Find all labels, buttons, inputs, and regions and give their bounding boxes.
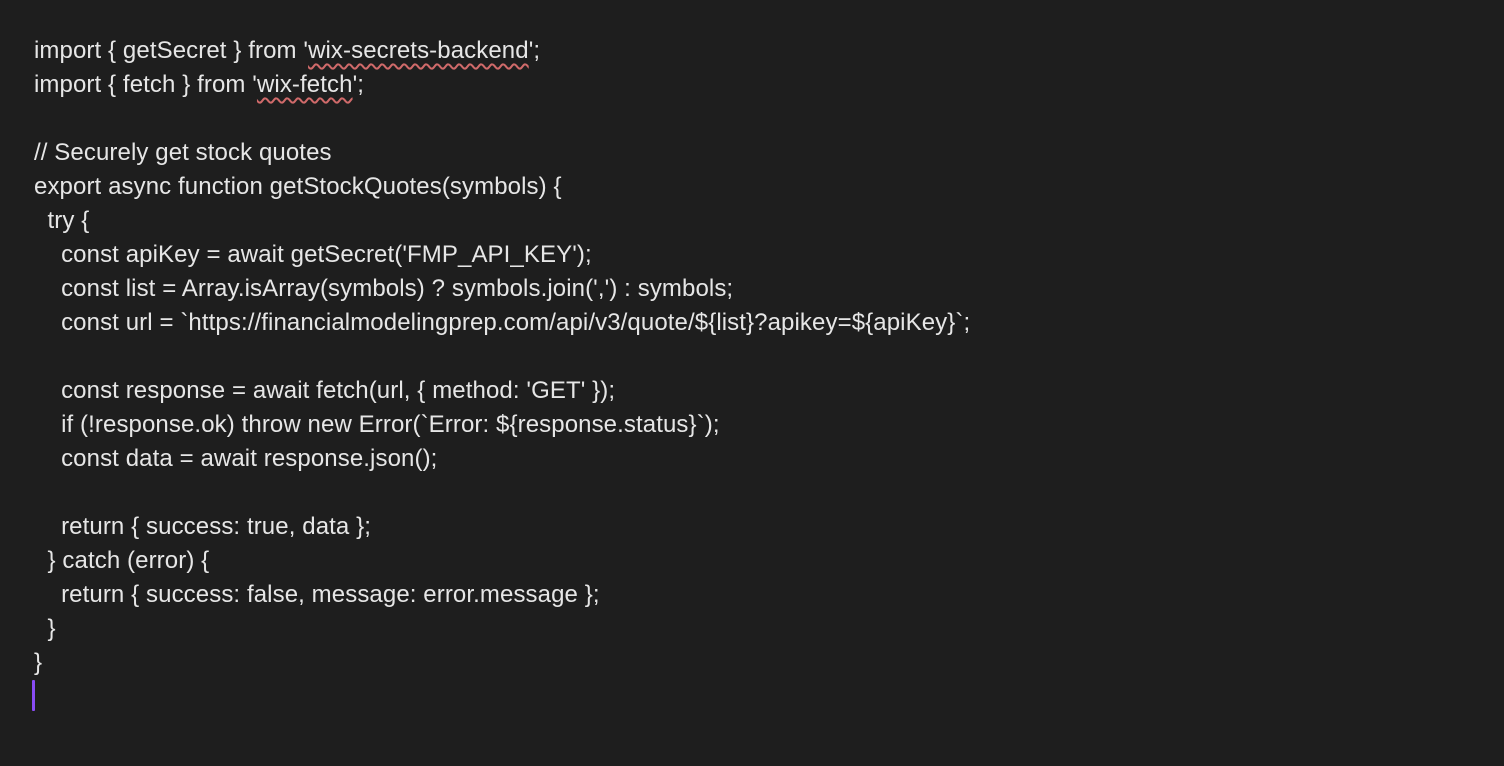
code-line[interactable]: import { fetch } from 'wix-fetch'; — [34, 68, 1504, 102]
code-token: const list = Array.isArray(symbols) ? sy… — [34, 275, 734, 302]
code-line[interactable]: import { getSecret } from 'wix-secrets-b… — [34, 34, 1504, 68]
code-line[interactable]: const data = await response.json(); — [34, 442, 1504, 476]
code-token: export async function getStockQuotes(sym… — [34, 173, 562, 200]
code-line[interactable] — [34, 340, 1504, 374]
code-line[interactable]: export async function getStockQuotes(sym… — [34, 170, 1504, 204]
code-line[interactable]: } catch (error) { — [34, 544, 1504, 578]
code-line[interactable]: } — [34, 612, 1504, 646]
code-token: return { success: false, message: error.… — [34, 581, 600, 608]
code-line[interactable] — [34, 476, 1504, 510]
spellcheck-flagged-token: wix-fetch — [256, 71, 353, 98]
spellcheck-flagged-token: wix-secrets-backend — [308, 37, 529, 64]
code-token: } — [34, 615, 56, 642]
code-token: const apiKey = await getSecret('FMP_API_… — [34, 241, 592, 268]
code-line[interactable]: const list = Array.isArray(symbols) ? sy… — [34, 272, 1504, 306]
code-line[interactable]: return { success: false, message: error.… — [34, 578, 1504, 612]
code-token: import { getSecret } from ' — [34, 37, 309, 64]
code-token: } — [34, 649, 43, 676]
code-line[interactable]: const apiKey = await getSecret('FMP_API_… — [34, 238, 1504, 272]
code-token: const url = `https://financialmodelingpr… — [34, 309, 971, 336]
code-line[interactable]: if (!response.ok) throw new Error(`Error… — [34, 408, 1504, 442]
code-token: '; — [352, 71, 365, 98]
code-token: const data = await response.json(); — [34, 445, 438, 472]
code-token: const response = await fetch(url, { meth… — [34, 377, 616, 404]
code-area[interactable]: import { getSecret } from 'wix-secrets-b… — [34, 34, 1504, 680]
code-line[interactable]: // Securely get stock quotes — [34, 136, 1504, 170]
code-line[interactable]: const response = await fetch(url, { meth… — [34, 374, 1504, 408]
code-token: '; — [528, 37, 541, 64]
code-line[interactable]: } — [34, 646, 1504, 680]
code-token: // Securely get stock quotes — [34, 139, 332, 166]
code-token: if (!response.ok) throw new Error(`Error… — [34, 411, 720, 438]
text-cursor — [32, 680, 35, 711]
code-line[interactable]: try { — [34, 204, 1504, 238]
code-token: return { success: true, data }; — [34, 513, 372, 540]
code-token: try { — [34, 207, 90, 234]
code-token: import { fetch } from ' — [34, 71, 257, 98]
code-line[interactable]: return { success: true, data }; — [34, 510, 1504, 544]
code-token: } catch (error) { — [34, 547, 210, 574]
code-line[interactable]: const url = `https://financialmodelingpr… — [34, 306, 1504, 340]
code-line[interactable] — [34, 102, 1504, 136]
